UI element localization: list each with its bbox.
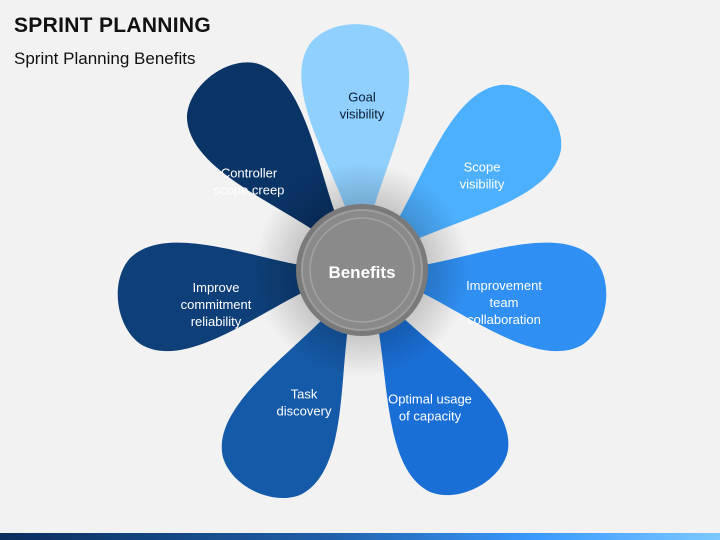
petal-label-line: collaboration xyxy=(467,312,541,327)
petal-label-5: Task discovery xyxy=(277,387,332,419)
petal-label-3: Improvement team collaboration xyxy=(466,278,542,327)
petal-1 xyxy=(301,24,410,209)
slide-title: SPRINT PLANNING xyxy=(14,14,212,37)
petal-label-4: Optimal usage of capacity xyxy=(388,392,472,424)
petal-label-line: scope creep xyxy=(214,183,285,198)
petal-label-line: team xyxy=(490,295,519,310)
petal-label-line: Improvement xyxy=(466,278,542,293)
petal-label-line: Task xyxy=(291,387,318,402)
bottom-accent-bar xyxy=(0,533,720,540)
slide-subtitle: Sprint Planning Benefits xyxy=(14,49,196,68)
petal-label-line: Scope xyxy=(464,160,501,175)
petal-label-6: Improve commitment reliability xyxy=(181,280,252,329)
petal-label-line: discovery xyxy=(277,404,332,419)
center-circle xyxy=(301,209,423,331)
petal-label-line: reliability xyxy=(191,314,242,329)
petal-label-line: visibility xyxy=(340,107,385,122)
petal-label-line: visibility xyxy=(460,177,505,192)
petal-label-line: Improve xyxy=(193,280,240,295)
petal-label-line: commitment xyxy=(181,297,252,312)
petal-label-line: Optimal usage xyxy=(388,392,472,407)
petal-label-line: of capacity xyxy=(399,409,462,424)
petal-label-7: Controller scope creep xyxy=(214,166,285,198)
petal-label-2: Scope visibility xyxy=(460,160,505,192)
petal-label-line: Goal xyxy=(348,90,376,105)
center-label: Benefits xyxy=(328,263,395,282)
petal-label-1: Goal visibility xyxy=(340,90,385,122)
center-inner-ring xyxy=(309,217,415,323)
petal-label-line: Controller xyxy=(221,166,278,181)
